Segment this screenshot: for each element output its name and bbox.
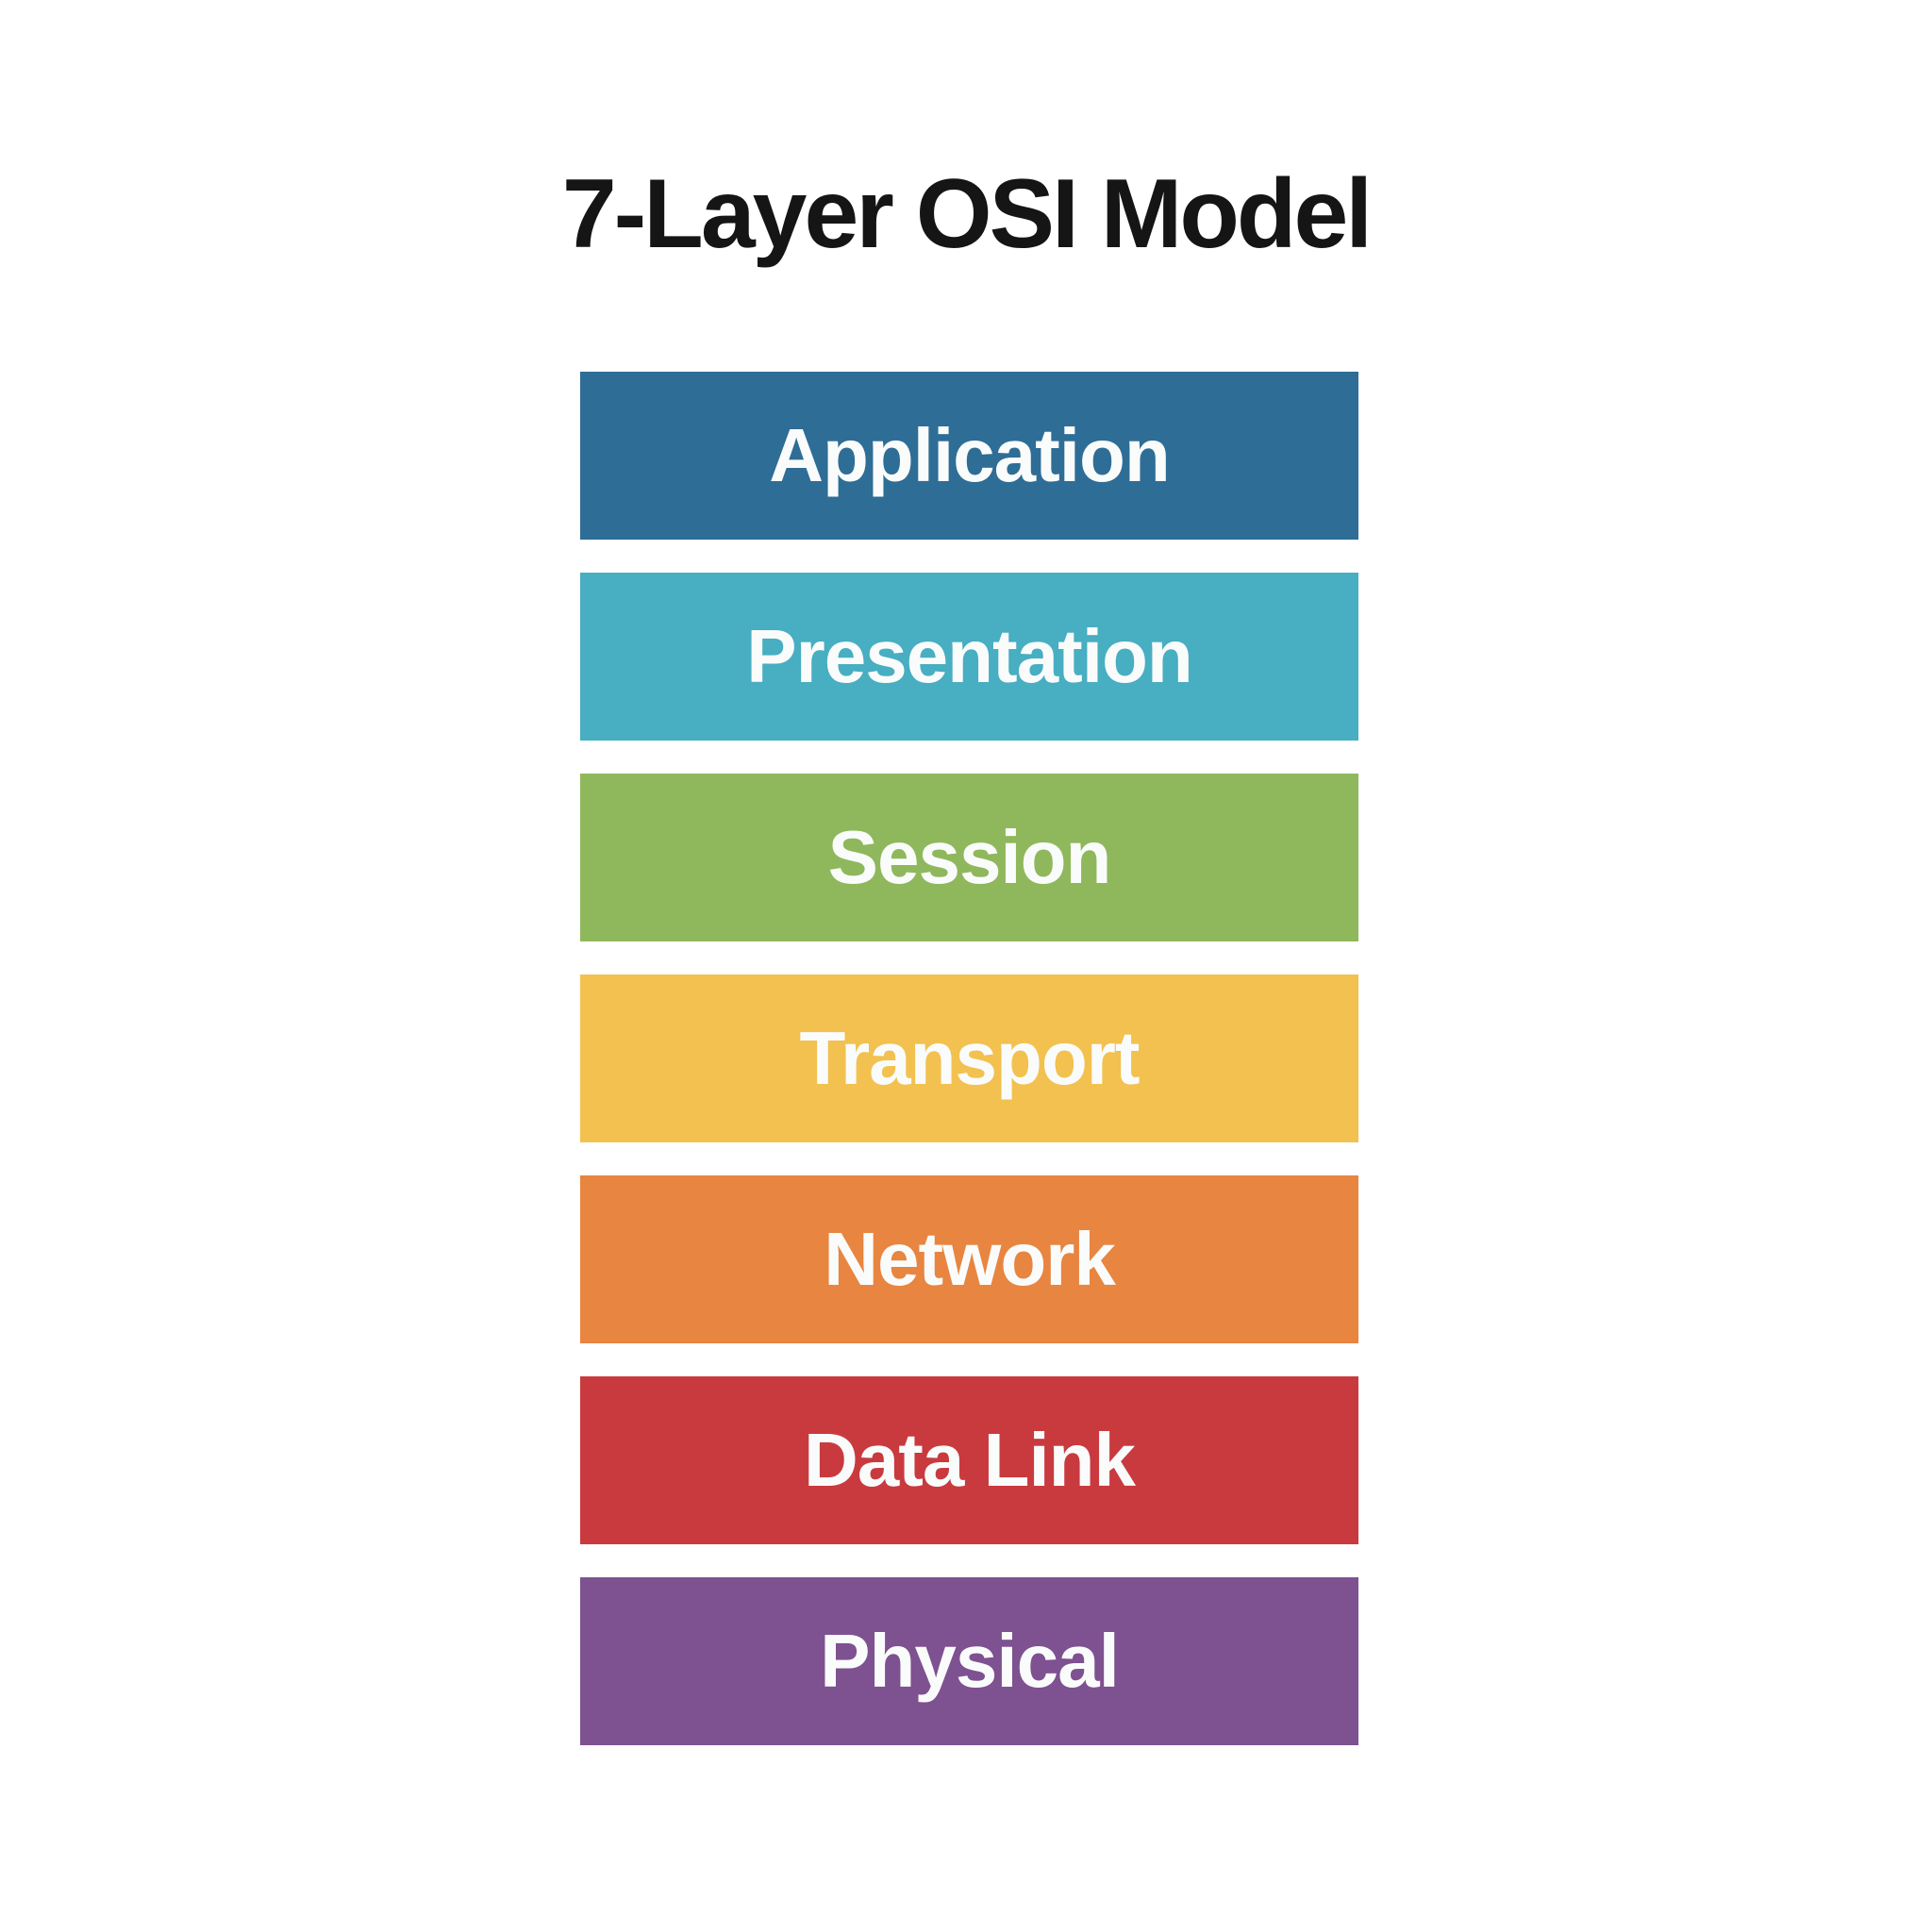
layer-label-physical: Physical bbox=[820, 1619, 1120, 1703]
layer-label-application: Application bbox=[769, 413, 1171, 497]
diagram-title: 7-Layer OSI Model bbox=[561, 159, 1373, 269]
layer-bar-presentation: Presentation bbox=[580, 573, 1358, 741]
layer-label-data-link: Data Link bbox=[803, 1418, 1136, 1502]
layer-label-network: Network bbox=[824, 1217, 1116, 1301]
layer-stack: Application Presentation Session Transpo… bbox=[580, 372, 1358, 1778]
layer-label-transport: Transport bbox=[799, 1016, 1141, 1100]
layer-bar-network: Network bbox=[580, 1175, 1358, 1343]
layer-label-session: Session bbox=[827, 815, 1112, 899]
layer-label-presentation: Presentation bbox=[746, 614, 1193, 698]
layer-bar-data-link: Data Link bbox=[580, 1376, 1358, 1544]
layer-bar-application: Application bbox=[580, 372, 1358, 540]
layer-bar-session: Session bbox=[580, 774, 1358, 941]
layer-bar-transport: Transport bbox=[580, 974, 1358, 1142]
layer-bar-physical: Physical bbox=[580, 1577, 1358, 1745]
